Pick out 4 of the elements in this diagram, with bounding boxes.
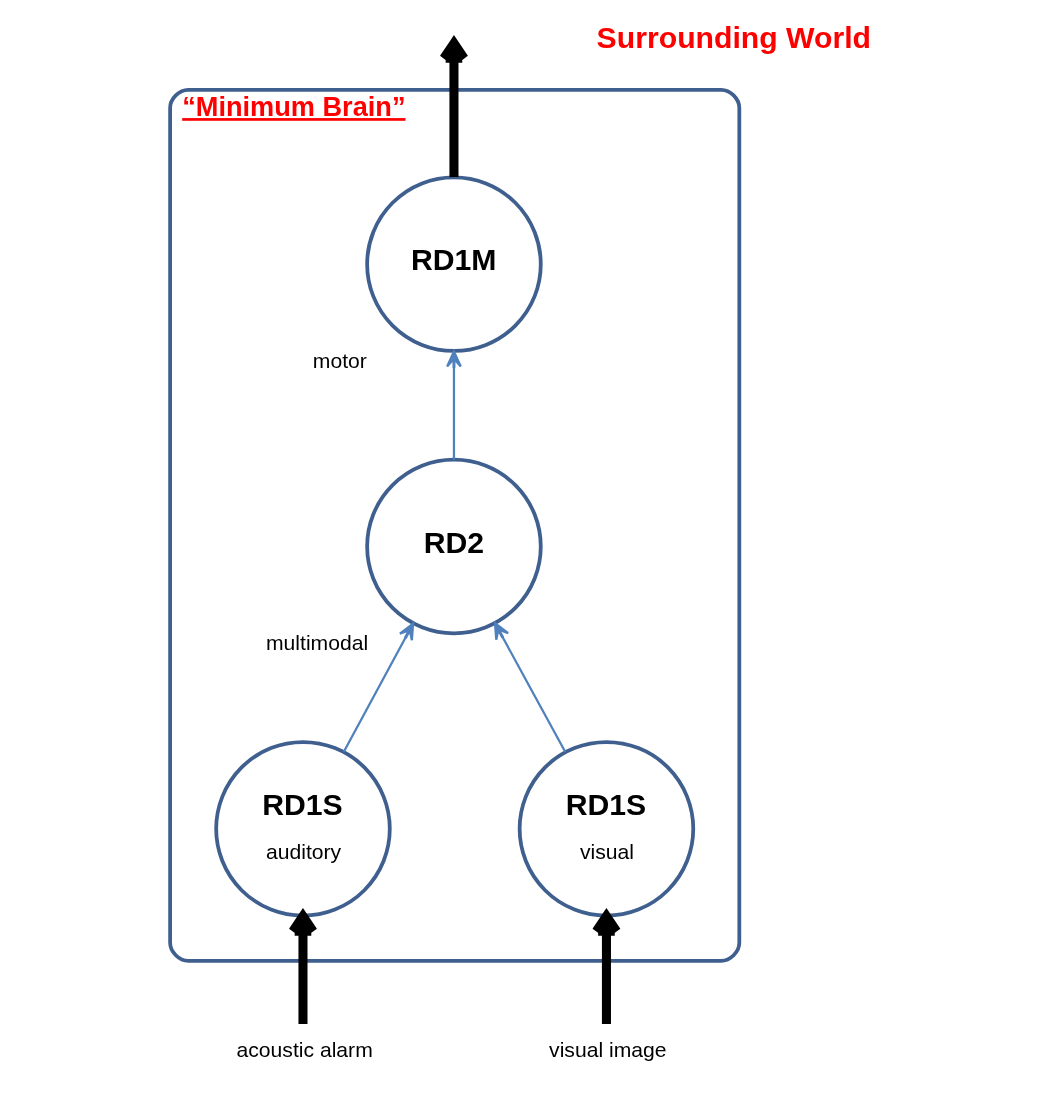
label: Surrounding World: [596, 20, 872, 54]
node-label: motor: [312, 348, 367, 372]
node-text: visual image: [549, 1038, 667, 1062]
node-text: acoustic alarm: [236, 1038, 373, 1062]
